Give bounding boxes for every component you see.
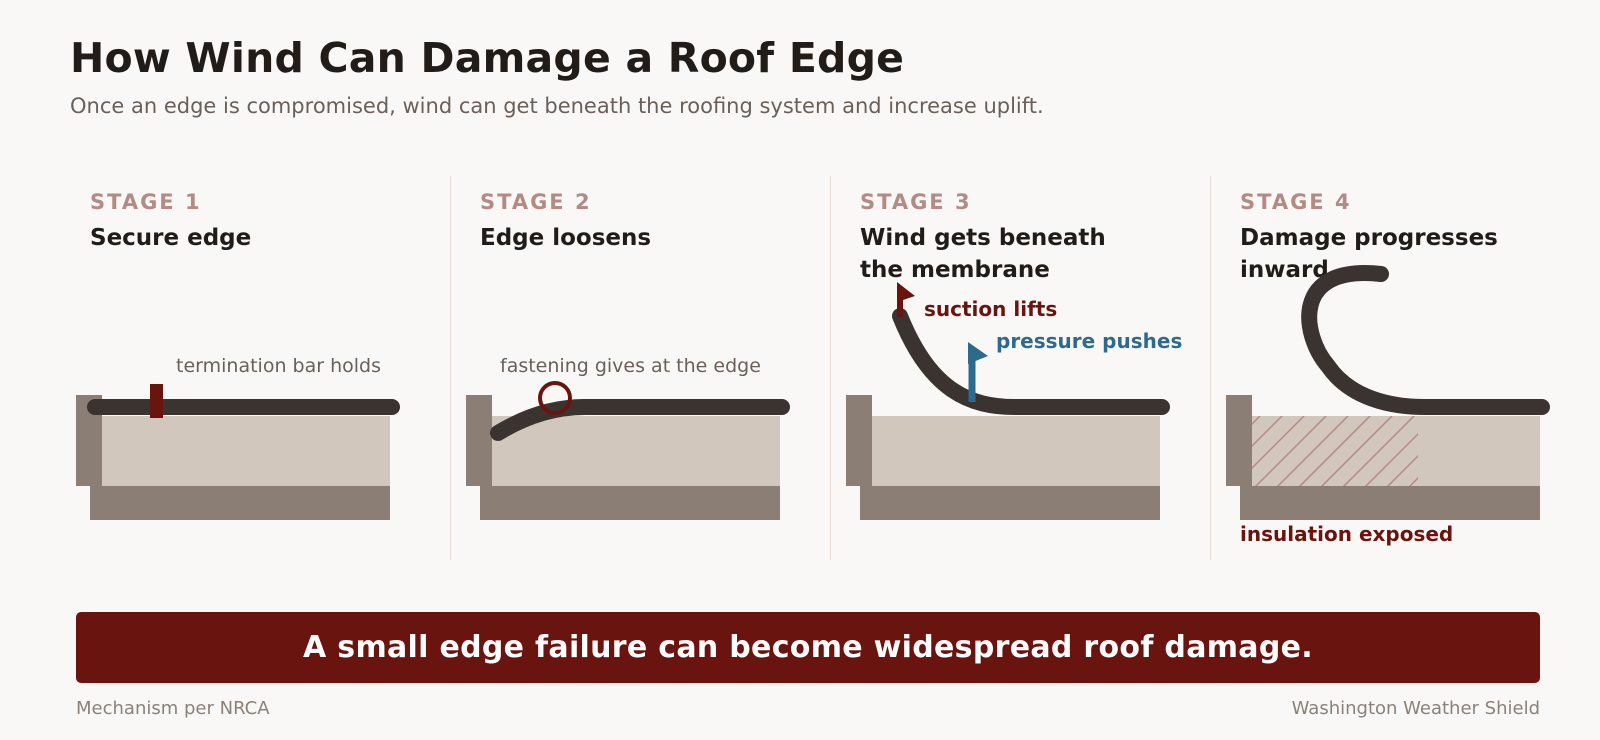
- stage-4-label: STAGE 4: [1240, 190, 1352, 214]
- suction-arrowhead-icon: [897, 282, 915, 302]
- roof-membrane-lifted: [892, 308, 1170, 415]
- roof-deck: [480, 486, 780, 520]
- conclusion-banner-text: A small edge failure can become widespre…: [303, 630, 1313, 665]
- roof-deck: [860, 486, 1160, 520]
- edge-parapet: [466, 395, 492, 486]
- stage-2-illustration: fastening gives at the edge: [466, 355, 790, 520]
- failure-point-circle: [538, 381, 572, 415]
- stage-2-label: STAGE 2: [480, 190, 592, 214]
- insulation-board: [860, 416, 1160, 486]
- edge-parapet: [846, 395, 872, 486]
- page-title: How Wind Can Damage a Roof Edge: [70, 34, 905, 82]
- termination-bar: [150, 384, 163, 418]
- stage-2-note: fastening gives at the edge: [500, 355, 761, 377]
- stage-1-note: termination bar holds: [176, 355, 381, 377]
- stage-3-label: STAGE 3: [860, 190, 972, 214]
- stage-2-title: Edge loosens: [480, 225, 652, 251]
- footer-credit: Washington Weather Shield: [1291, 698, 1540, 719]
- stage-divider: [450, 176, 451, 560]
- suction-note: suction lifts: [924, 297, 1057, 321]
- exposed-insulation-hatch: [1252, 416, 1418, 486]
- insulation-board: [1240, 416, 1540, 486]
- stage-divider: [1210, 176, 1211, 560]
- roof-deck: [1240, 486, 1540, 520]
- stage-2-panel: fastening gives at the edge STAGE 2 Edge…: [460, 176, 840, 560]
- insulation-board: [480, 416, 780, 486]
- roof-deck: [90, 486, 390, 520]
- stage-3-panel: suction lifts pressure pushes STAGE 3 Wi…: [840, 176, 1220, 560]
- stage-1-illustration: termination bar holds: [76, 355, 400, 520]
- stage-3-illustration: suction lifts pressure pushes: [846, 282, 1182, 520]
- stage-1-title: Secure edge: [90, 225, 252, 251]
- stage-4-panel: STAGE 4 Damage progresses inward insulat…: [1220, 176, 1600, 560]
- stage-divider: [830, 176, 831, 560]
- footer-source: Mechanism per NRCA: [76, 698, 270, 719]
- edge-parapet: [1226, 395, 1252, 486]
- roof-membrane-peeled: [1301, 265, 1550, 415]
- stage-1-label: STAGE 1: [90, 190, 202, 214]
- pressure-note: pressure pushes: [996, 329, 1182, 353]
- conclusion-banner: A small edge failure can become widespre…: [76, 612, 1540, 683]
- stage-4-title: Damage progresses inward: [1240, 225, 1498, 283]
- insulation-board: [90, 416, 390, 486]
- page-subtitle: Once an edge is compromised, wind can ge…: [70, 94, 1044, 118]
- stage-3-title: Wind gets beneath the membrane: [860, 225, 1106, 283]
- stage-4-illustration: insulation exposed: [1226, 265, 1550, 546]
- stage-4-note: insulation exposed: [1240, 522, 1453, 546]
- stage-1-panel: termination bar holds STAGE 1 Secure edg…: [70, 176, 450, 560]
- pressure-arrowhead-icon: [968, 342, 988, 364]
